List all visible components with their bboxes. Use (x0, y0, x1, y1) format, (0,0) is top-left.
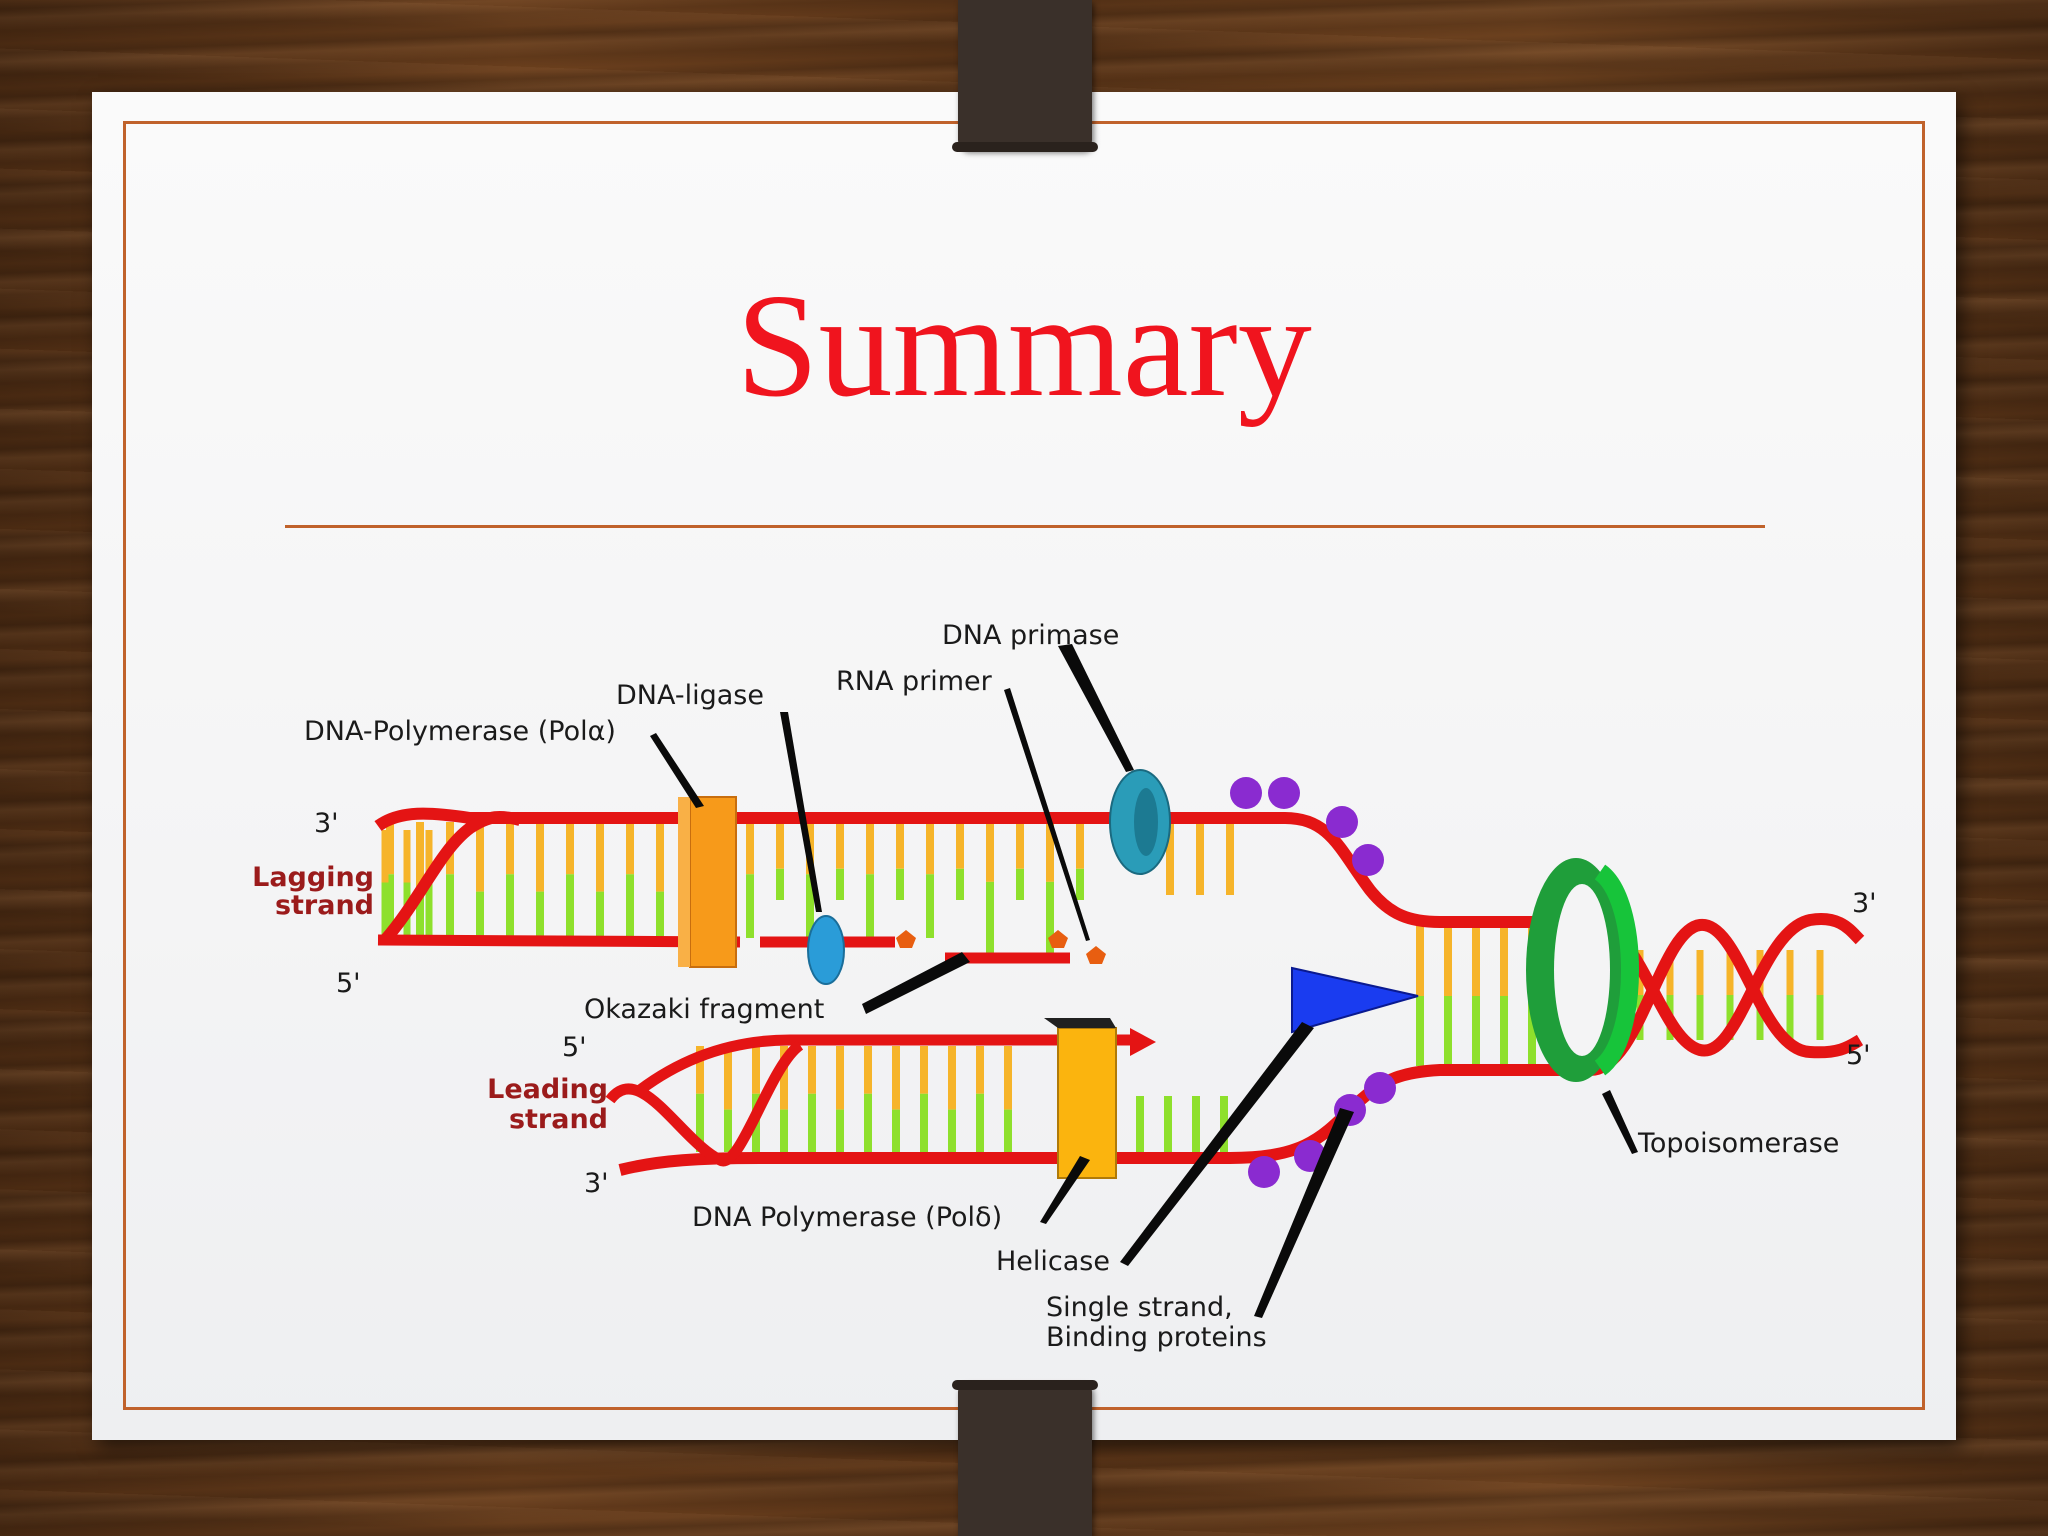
label-dna-primase: DNA primase (942, 620, 1119, 651)
slide-card (92, 92, 1956, 1440)
pointer-dna-ligase (780, 712, 822, 912)
top-clip (952, 0, 1098, 152)
topoisomerase-hole (1554, 884, 1610, 1056)
leading-arrowhead (1130, 1028, 1156, 1056)
bottom-clip (952, 1380, 1098, 1536)
dna-polymerase-alpha (689, 796, 737, 968)
label-lagging-line1: Lagging (252, 862, 374, 893)
lagging-template-backbone (374, 807, 1590, 928)
pointer-topoisomerase (1602, 1090, 1638, 1154)
label-topoisomerase: Topoisomerase (1637, 1128, 1839, 1159)
label-okazaki-fragment: Okazaki fragment (584, 994, 824, 1025)
label-leading-line1: Leading (487, 1074, 608, 1105)
single-strand-binding-proteins (1230, 777, 1396, 1188)
topoisomerase-front (1593, 864, 1639, 1076)
lagging-helix-twist (380, 810, 522, 944)
pointer-rna-primer (1004, 688, 1090, 941)
label-parent-3prime: 3' (1852, 888, 1877, 919)
parent-helix-top (1589, 913, 1865, 1057)
title-divider (285, 525, 1765, 528)
label-pointers (650, 644, 1638, 1318)
dna-polymerase-delta-top (1044, 1018, 1116, 1028)
leading-template-backbone (636, 1034, 1130, 1095)
label-ssb-line1: Single strand, (1046, 1292, 1233, 1323)
pointer-dna-polymerase-delta (1040, 1156, 1090, 1224)
label-leading-3prime: 3' (584, 1168, 609, 1199)
label-lagging-line2: strand (275, 890, 374, 921)
label-dna-polymerase-delta: DNA Polymerase (Polδ) (692, 1202, 1002, 1233)
rna-primer-2 (1048, 930, 1068, 948)
label-lagging-5prime: 5' (336, 968, 361, 999)
label-leading-5prime: 5' (562, 1032, 587, 1063)
dna-polymerase-delta (1057, 1027, 1117, 1179)
label-ssb-line2: Binding proteins (1046, 1322, 1267, 1353)
pointer-helicase (1120, 1022, 1314, 1266)
slide-title: Summary (736, 264, 1312, 428)
dna-ligase (807, 915, 845, 985)
dna-primase-hole (1134, 788, 1158, 856)
pointer-ssb (1254, 1108, 1354, 1318)
label-parent-5prime: 5' (1846, 1040, 1871, 1071)
label-leading-line2: strand (509, 1104, 608, 1135)
pointer-dna-polymerase-alpha (650, 733, 704, 808)
label-dna-polymerase-alpha: DNA-Polymerase (Polα) (304, 716, 616, 747)
leading-helix-twist (605, 1040, 804, 1167)
label-lagging-3prime: 3' (314, 808, 339, 839)
rna-primer-3 (1086, 946, 1106, 964)
helicase (1291, 966, 1419, 1034)
pointer-dna-primase (1058, 644, 1134, 772)
pointer-okazaki (862, 952, 970, 1014)
rna-primer-1 (896, 930, 916, 948)
label-rna-primer: RNA primer (836, 666, 993, 697)
label-dna-ligase: DNA-ligase (616, 680, 764, 711)
label-helicase: Helicase (996, 1246, 1110, 1277)
dna-polymerase-alpha-side (678, 797, 690, 967)
parent-helix-bottom (1589, 919, 1864, 1076)
